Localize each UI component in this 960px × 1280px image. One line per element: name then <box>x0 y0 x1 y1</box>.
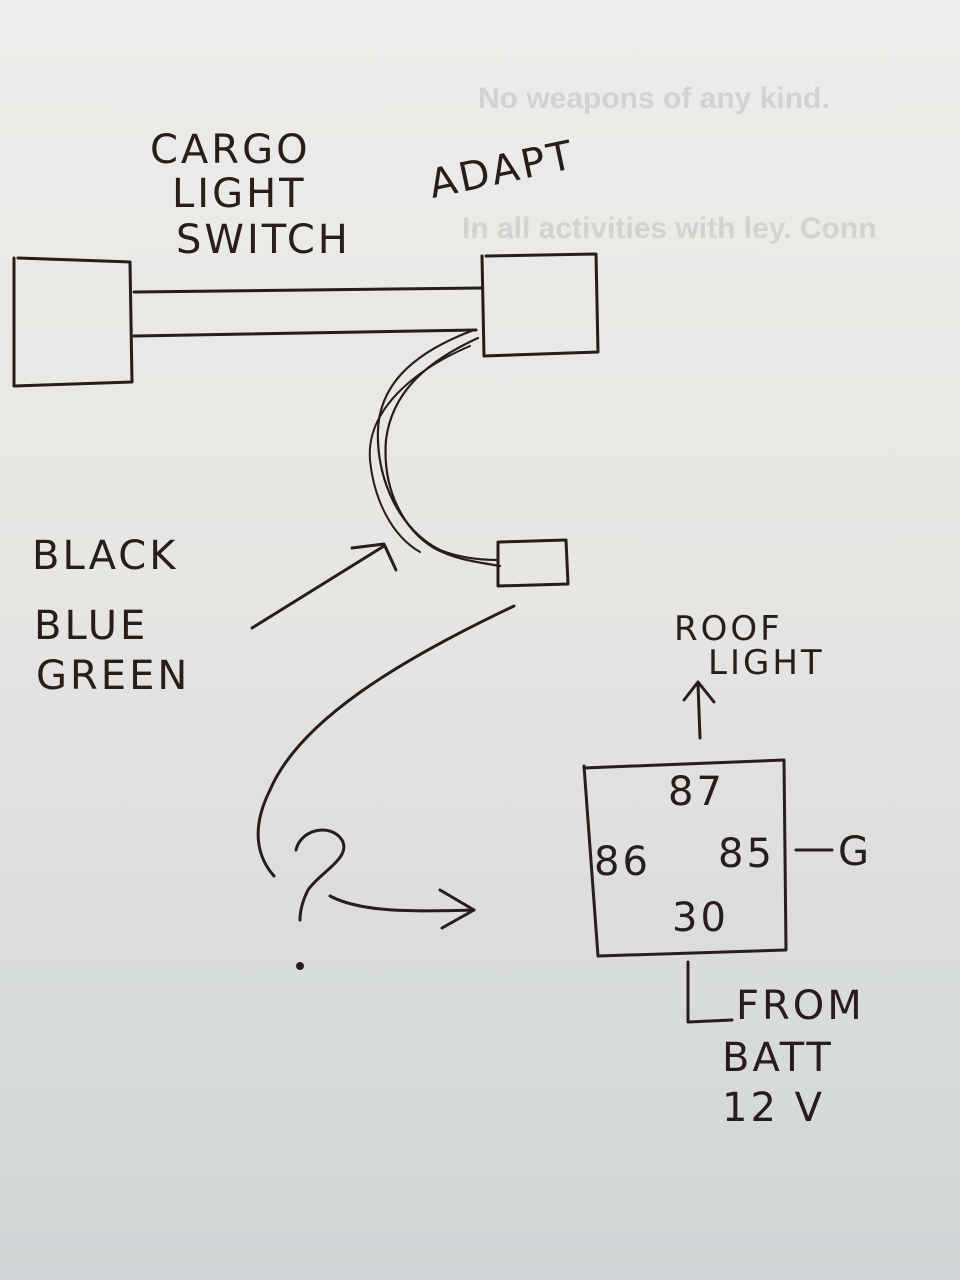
connector-line-bottom <box>132 328 478 338</box>
plug-box <box>496 538 570 588</box>
relay-box <box>582 758 788 958</box>
relay-arrow-head <box>438 888 476 930</box>
relay-pin-85: 85 <box>718 831 775 877</box>
battery-label-line-3: 12 V <box>722 1085 825 1131</box>
roof-light-line-2: LIGHT <box>708 643 825 683</box>
switch-box <box>12 256 134 388</box>
question-mark-icon <box>294 828 346 922</box>
battery-label-line-2: BATT <box>722 1035 834 1081</box>
roof-light-arrow-shaft <box>696 682 702 740</box>
relay-pin-30: 30 <box>672 895 729 941</box>
title-line-2: LIGHT <box>172 171 307 217</box>
connector-line-top <box>132 286 484 294</box>
relay-pin-86: 86 <box>594 839 651 885</box>
battery-label-line-1: FROM <box>736 983 865 1029</box>
twisted-wire-3 <box>368 345 471 553</box>
ground-label: G <box>838 829 872 875</box>
show-through-text-2: In all activities with ley. Conn <box>462 212 877 245</box>
relay-pin-87: 87 <box>668 769 725 815</box>
adapter-box <box>480 252 600 358</box>
wire-color-blue: BLUE <box>34 603 149 649</box>
roof-light-line-1: ROOF <box>674 609 783 649</box>
wire-pointer-arrow-shaft <box>250 544 386 630</box>
wire-pointer-arrow-head <box>350 542 398 572</box>
title-line-1: CARGO <box>150 127 311 173</box>
wire-to-relay-curve <box>256 604 516 878</box>
wire-color-green: GREEN <box>36 653 191 699</box>
twisted-wire-1 <box>376 328 500 562</box>
relay-arrow-shaft <box>328 894 476 913</box>
roof-light-arrow-head <box>682 680 716 704</box>
question-mark-dot <box>296 962 304 970</box>
show-through-text-1: No weapons of any kind. <box>478 82 830 115</box>
wire-color-black: BLACK <box>32 533 179 579</box>
title-line-3: SWITCH <box>176 217 351 263</box>
battery-wire <box>686 960 734 1024</box>
